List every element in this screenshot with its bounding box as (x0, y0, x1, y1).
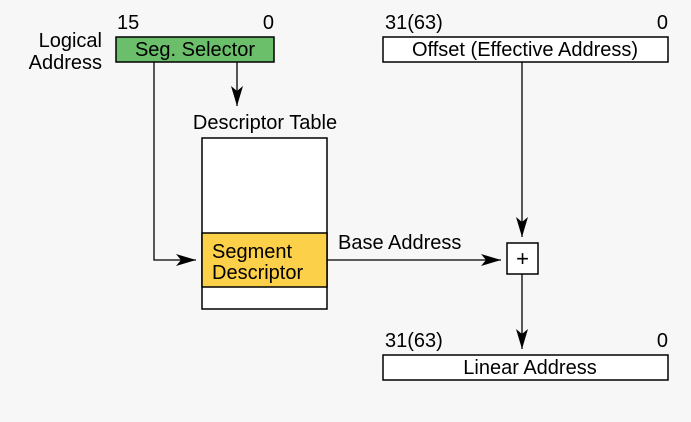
base-address-label: Base Address (338, 232, 461, 254)
linear-address-box (382, 354, 669, 381)
linear-bit-low: 0 (657, 330, 668, 352)
segment-selector-label: Seg. Selector (135, 39, 255, 61)
segment-descriptor-label-line1: Segment (212, 241, 292, 263)
segment-descriptor-label-line2: Descriptor (212, 262, 303, 284)
selector-bit-low: 0 (263, 12, 274, 34)
offset-box (382, 36, 669, 63)
arrow-selector-to-descriptor (153, 62, 196, 266)
logical-address-label-line2: Address (29, 52, 102, 74)
selector-bit-high: 15 (117, 12, 139, 34)
linear-bit-high: 31(63) (385, 330, 443, 352)
adder-plus-symbol: + (516, 246, 529, 271)
offset-label: Offset (Effective Address) (412, 39, 638, 61)
offset-bit-low: 0 (657, 12, 668, 34)
descriptor-table-title: Descriptor Table (193, 112, 337, 134)
linear-address-label: Linear Address (463, 357, 596, 379)
segment-selector-box (115, 36, 275, 63)
logical-address-label-line1: Logical (39, 30, 102, 52)
offset-bit-high: 31(63) (385, 12, 443, 34)
